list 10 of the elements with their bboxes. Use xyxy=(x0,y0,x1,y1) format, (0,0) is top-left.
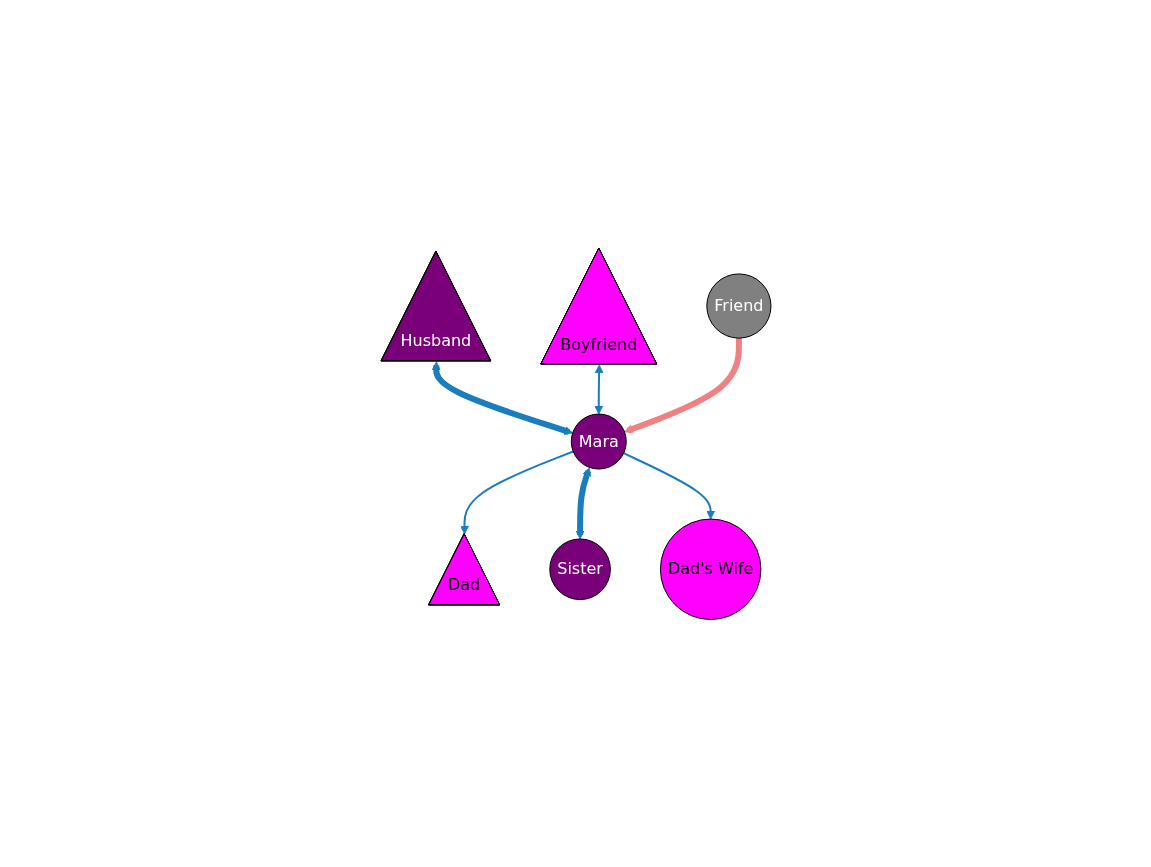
node-circle: Mara xyxy=(570,413,627,470)
node-circle: Friend xyxy=(705,273,771,339)
arrow xyxy=(623,337,742,433)
arrow xyxy=(622,451,715,520)
node-circle: Dad's Wife xyxy=(659,518,761,620)
arrow xyxy=(459,450,574,535)
arrow xyxy=(431,361,573,435)
arrow xyxy=(575,467,591,540)
node-circle: Sister xyxy=(548,538,611,600)
arrow xyxy=(593,364,603,415)
